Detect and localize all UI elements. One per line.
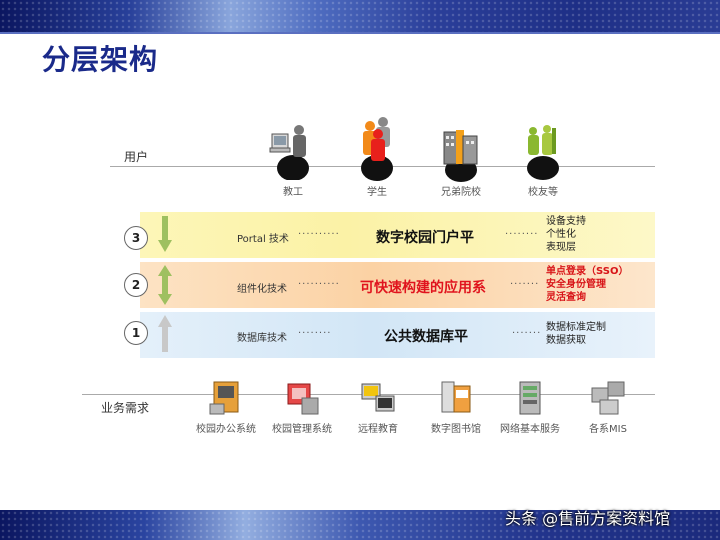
- bottom-banner: [0, 510, 720, 540]
- management-system-icon: [282, 378, 322, 418]
- business-label: 业务需求: [101, 401, 150, 415]
- layer-notes: 数据标准定制数据获取: [546, 322, 606, 346]
- mis-icon: [588, 378, 628, 418]
- layer-title: 数字校园门户平: [376, 230, 474, 246]
- business-caption: 远程教育: [358, 424, 398, 435]
- layer-number: 1: [124, 321, 148, 345]
- business-caption: 校园管理系统: [272, 424, 332, 435]
- business-caption: 各系MIS: [589, 424, 627, 435]
- layer-band-components: [140, 262, 655, 308]
- layer-notes: 单点登录（SSO）安全身份管理灵活查询: [546, 266, 629, 303]
- top-divider: [0, 32, 720, 34]
- business-caption: 数字图书馆: [431, 424, 481, 435]
- leader-dots: ·······: [510, 279, 540, 290]
- students-icon: [352, 116, 402, 182]
- layer-title: 公共数据库平: [384, 329, 468, 345]
- layer-tech: 数据库技术: [237, 333, 287, 344]
- watermark: 头条 @售前方案资料馆: [505, 509, 671, 528]
- arrow-down-icon: [157, 214, 173, 254]
- user-caption: 兄弟院校: [441, 187, 481, 198]
- top-banner: [0, 0, 720, 32]
- layer-title: 可快速构建的应用系: [360, 280, 486, 296]
- arrow-up-icon: [157, 314, 173, 354]
- leader-dots: ··········: [298, 279, 340, 290]
- layer-number: 2: [124, 273, 148, 297]
- leader-dots: ········: [298, 328, 332, 339]
- business-caption: 网络基本服务: [500, 424, 560, 435]
- user-caption: 学生: [367, 187, 387, 198]
- user-caption: 教工: [283, 187, 303, 198]
- layer-notes: 设备支持个性化表现层: [546, 216, 586, 253]
- distance-learning-icon: [358, 378, 398, 418]
- layer-band-database: [140, 312, 655, 358]
- leader-dots: ·······: [512, 328, 542, 339]
- alumni-icon: [518, 122, 568, 180]
- building-icon: [436, 126, 486, 182]
- layer-band-portal: [140, 212, 655, 258]
- arrow-updown-icon: [157, 264, 173, 306]
- network-service-icon: [510, 378, 550, 418]
- page-title: 分层架构: [42, 43, 159, 76]
- users-label: 用户: [124, 150, 149, 164]
- business-caption: 校园办公系统: [196, 424, 256, 435]
- layer-tech: Portal 技术: [237, 234, 289, 245]
- leader-dots: ··········: [298, 229, 340, 240]
- layer-number: 3: [124, 226, 148, 250]
- layer-tech: 组件化技术: [237, 284, 287, 295]
- digital-library-icon: [436, 378, 476, 418]
- teacher-computer-icon: [268, 122, 318, 181]
- office-system-icon: [206, 378, 246, 418]
- user-caption: 校友等: [528, 187, 558, 198]
- leader-dots: ········: [505, 229, 539, 240]
